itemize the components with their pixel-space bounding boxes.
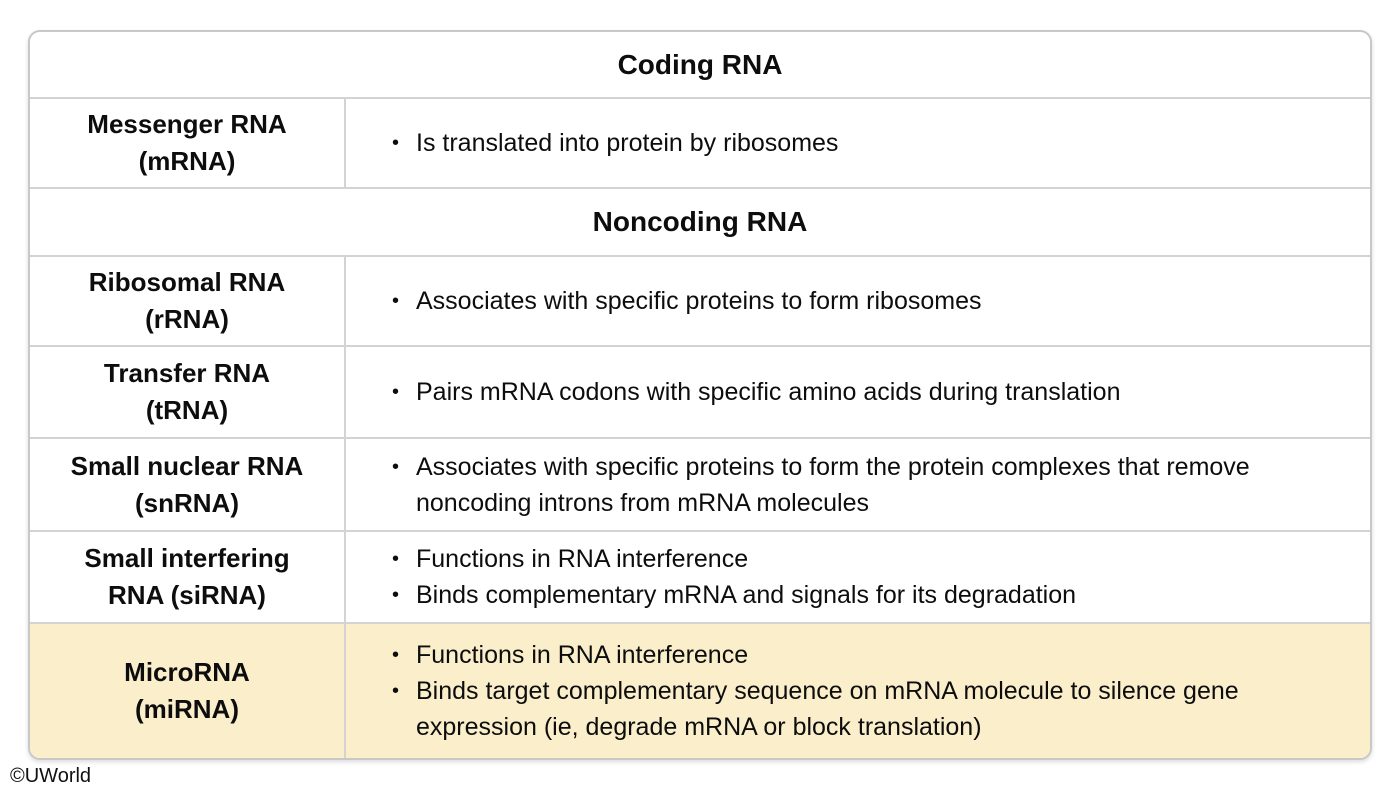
bullet-dot: • — [392, 548, 400, 570]
bullet-text: Binds complementary mRNA and signals for… — [416, 581, 1077, 609]
table-row-mrna: Messenger RNA (mRNA) • Is translated int… — [30, 97, 1370, 187]
rna-description-snrna: • Associates with specific proteins to f… — [346, 439, 1370, 530]
rna-name-line: Ribosomal RNA — [88, 267, 286, 297]
rna-name-mrna: Messenger RNA (mRNA) — [30, 99, 346, 187]
bullet-text: Is translated into protein by ribosomes — [416, 129, 839, 157]
rna-name-line: MicroRNA — [124, 657, 250, 687]
bullet-item: • Pairs mRNA codons with specific amino … — [392, 374, 1342, 410]
bullet-item: • Associates with specific proteins to f… — [392, 283, 1342, 319]
bullet-dot: • — [392, 381, 400, 403]
rna-name-mirna: MicroRNA (miRNA) — [30, 624, 346, 758]
bullet-text: Associates with specific proteins to for… — [416, 287, 982, 315]
bullet-item: • Binds target complementary sequence on… — [392, 673, 1342, 745]
bullet-dot: • — [392, 644, 400, 666]
rna-name-line: Transfer RNA — [103, 358, 271, 388]
bullet-item: • Binds complementary mRNA and signals f… — [392, 577, 1342, 613]
rna-name-line: (rRNA) — [145, 304, 229, 334]
rna-description-mrna: • Is translated into protein by ribosome… — [346, 99, 1370, 187]
bullet-dot: • — [392, 290, 400, 312]
rna-description-sirna: • Functions in RNA interference • Binds … — [346, 532, 1370, 622]
rna-name-snrna: Small nuclear RNA (snRNA) — [30, 439, 346, 530]
rna-name-trna: Transfer RNA (tRNA) — [30, 347, 346, 437]
rna-description-trna: • Pairs mRNA codons with specific amino … — [346, 347, 1370, 437]
rna-description-rrna: • Associates with specific proteins to f… — [346, 257, 1370, 345]
bullet-item: • Is translated into protein by ribosome… — [392, 125, 1342, 161]
table-row-mirna-highlighted: MicroRNA (miRNA) • Functions in RNA inte… — [30, 622, 1370, 758]
bullet-text: Functions in RNA interference — [416, 641, 749, 669]
table-row-sirna: Small interfering RNA (siRNA) • Function… — [30, 530, 1370, 622]
uworld-copyright-credit: ©UWorld — [10, 765, 92, 787]
bullet-item: • Associates with specific proteins to f… — [392, 449, 1342, 521]
bullet-text: Binds target complementary sequence on m… — [416, 677, 1239, 741]
section-header-noncoding-rna: Noncoding RNA — [30, 187, 1370, 255]
rna-name-line: RNA (siRNA) — [108, 580, 266, 610]
rna-name-sirna: Small interfering RNA (siRNA) — [30, 532, 346, 622]
bullet-dot: • — [392, 584, 400, 606]
table-row-snrna: Small nuclear RNA (snRNA) • Associates w… — [30, 437, 1370, 530]
rna-name-line: Small interfering — [84, 543, 290, 573]
rna-name-rrna: Ribosomal RNA (rRNA) — [30, 257, 346, 345]
rna-name-line: Small nuclear RNA — [70, 450, 304, 481]
bullet-text: Associates with specific proteins to for… — [416, 452, 1250, 517]
rna-name-line: Messenger RNA — [87, 109, 287, 139]
rna-name-line: (miRNA) — [135, 694, 239, 724]
rna-types-table: Coding RNA Messenger RNA (mRNA) • Is tra… — [28, 30, 1372, 760]
rna-name-line: (mRNA) — [138, 146, 236, 176]
bullet-text: Functions in RNA interference — [416, 545, 749, 573]
rna-description-mirna: • Functions in RNA interference • Binds … — [346, 624, 1370, 758]
bullet-item: • Functions in RNA interference — [392, 637, 1342, 673]
bullet-dot: • — [392, 680, 400, 702]
rna-name-line: (snRNA) — [135, 487, 239, 518]
table-row-trna: Transfer RNA (tRNA) • Pairs mRNA codons … — [30, 345, 1370, 437]
table-row-rrna: Ribosomal RNA (rRNA) • Associates with s… — [30, 255, 1370, 345]
bullet-dot: • — [392, 455, 400, 478]
bullet-text: Pairs mRNA codons with specific amino ac… — [416, 378, 1121, 406]
section-header-coding-rna: Coding RNA — [617, 48, 783, 80]
rna-name-line: (tRNA) — [145, 395, 229, 425]
bullet-dot: • — [392, 132, 400, 154]
bullet-item: • Functions in RNA interference — [392, 541, 1342, 577]
